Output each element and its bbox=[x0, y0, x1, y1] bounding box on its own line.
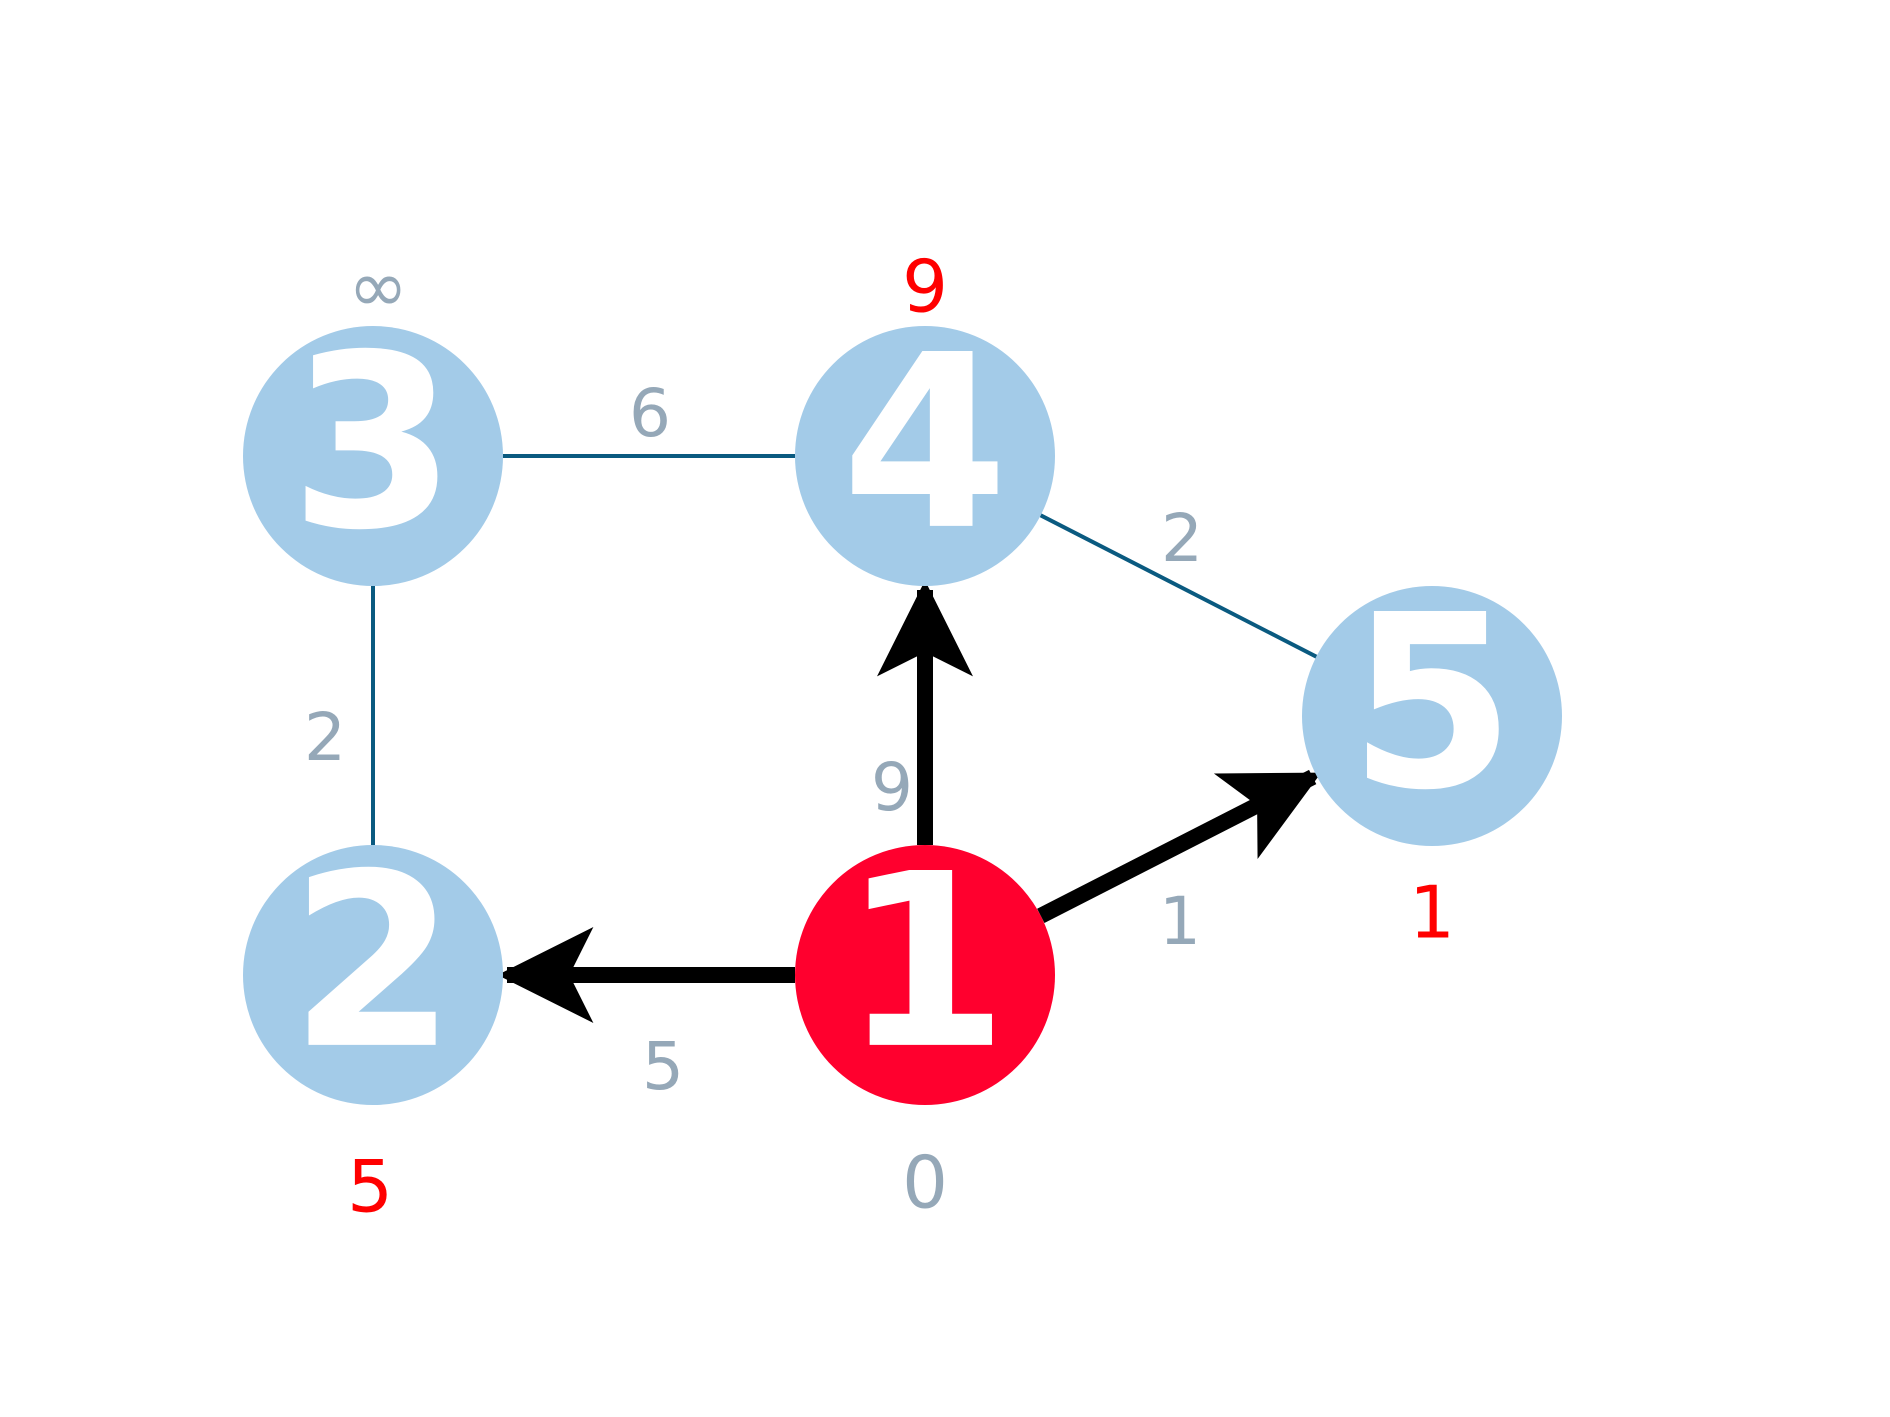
node-1-label: 1 bbox=[842, 822, 1009, 1102]
node-4-circle bbox=[795, 326, 1055, 586]
edge-weight-1-5: 1 bbox=[1159, 883, 1201, 960]
node-4-label: 4 bbox=[842, 303, 1009, 583]
node-1-distance: 0 bbox=[902, 1141, 948, 1225]
nodes-layer: 1 2 3 4 5 bbox=[243, 303, 1562, 1105]
node-1-circle bbox=[795, 845, 1055, 1105]
edge-1-5-relaxed-arrow bbox=[1037, 769, 1322, 923]
edge-weight-3-4: 6 bbox=[629, 375, 671, 452]
node-2-distance: 5 bbox=[347, 1145, 393, 1229]
edges-layer bbox=[371, 454, 1322, 1023]
edge-weight-3-2: 2 bbox=[304, 699, 346, 776]
node-5: 5 bbox=[1302, 563, 1562, 846]
node-4-distance: 9 bbox=[902, 245, 948, 329]
edge-weight-1-2: 5 bbox=[642, 1028, 684, 1105]
node-2: 2 bbox=[243, 822, 503, 1105]
node-5-circle bbox=[1302, 586, 1562, 846]
node-3-circle bbox=[243, 326, 503, 586]
edge-weight-1-4: 9 bbox=[871, 749, 913, 826]
node-4: 4 bbox=[795, 303, 1055, 586]
edge-4-5-line bbox=[1039, 513, 1318, 659]
node-3-label: 3 bbox=[290, 303, 457, 583]
node-5-label: 5 bbox=[1349, 563, 1516, 843]
node-2-circle bbox=[243, 845, 503, 1105]
node-1: 1 bbox=[795, 822, 1055, 1105]
node-5-distance: 1 bbox=[1409, 871, 1455, 955]
node-3-distance: ∞ bbox=[348, 245, 408, 329]
edge-weight-4-5: 2 bbox=[1161, 500, 1203, 577]
node-2-label: 2 bbox=[290, 822, 457, 1102]
node-3: 3 bbox=[243, 303, 503, 586]
